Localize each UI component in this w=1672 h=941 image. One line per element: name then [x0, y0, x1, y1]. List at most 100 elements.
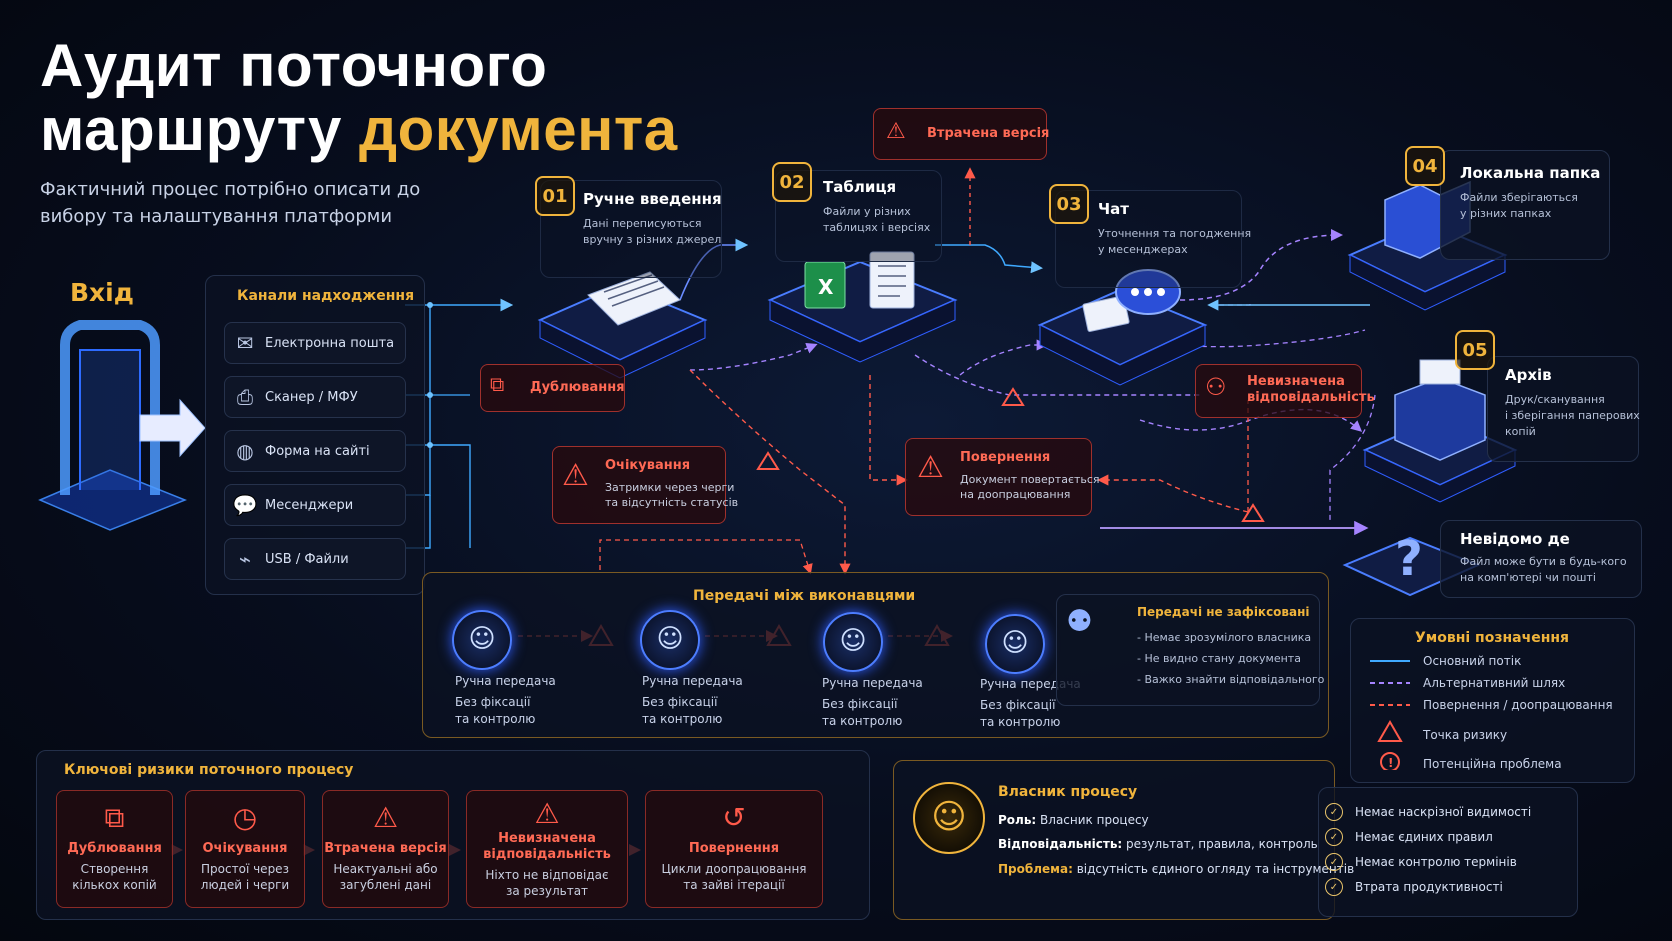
desc-line: за результат: [505, 884, 589, 898]
channel-label: Сканер / МФУ: [265, 389, 358, 405]
label-line: Без фіксації: [455, 695, 531, 709]
step-05-title: Архів: [1505, 366, 1552, 384]
desc-line: та відсутність статусів: [605, 496, 739, 509]
legend-risk-triangle: [1377, 720, 1403, 742]
usb-icon: ⌁: [238, 547, 252, 571]
unknown-title: Невідомо де: [1460, 530, 1570, 548]
desc-line: Простої через: [201, 862, 289, 876]
desc-line: Дані переписуються: [583, 217, 702, 230]
desc-line: Уточнення та погодження: [1098, 227, 1252, 240]
step-02-platform-icon: X: [767, 251, 958, 363]
step-02-title: Таблиця: [823, 178, 897, 196]
desc-line: копій: [1505, 425, 1536, 438]
person-alert-icon: ⚇: [1205, 373, 1227, 401]
channel-email[interactable]: ✉ Електронна пошта: [224, 322, 406, 364]
lost-version-warning: [873, 108, 1047, 160]
owner-check-item: ✓Немає контролю термінів: [1325, 853, 1517, 871]
warning-icon: ⚠: [372, 801, 399, 834]
legend-problem-circle: [1380, 752, 1400, 770]
step-02-number: 02: [772, 162, 812, 202]
user-icon: ☺: [656, 624, 684, 654]
unrecorded-panel: [1056, 594, 1320, 706]
label-line: Ручна передача: [980, 677, 1081, 691]
desc-line: Цикли доопрацювання: [661, 862, 807, 876]
title-line-1: Аудит поточного: [40, 32, 548, 99]
check-icon: ✓: [1325, 878, 1343, 896]
warning-icon: ⚠: [886, 119, 906, 144]
desc-line: Файли у різних: [823, 205, 911, 218]
channel-label: Електронна пошта: [265, 335, 395, 351]
step-05-archive-icon: [1362, 359, 1518, 503]
title-line: відповідальність: [483, 847, 611, 862]
printer-icon: ⎙: [237, 385, 253, 409]
desc-line: Неактуальні або: [333, 862, 438, 876]
legend-item: Потенційна проблема: [1423, 757, 1562, 771]
owner-check-item: ✓Немає єдиних правил: [1325, 828, 1493, 846]
label-line: Без фіксації: [822, 697, 898, 711]
channel-usb[interactable]: ⌁USB / Файли: [224, 538, 406, 580]
legend-problem-mark: !: [1388, 756, 1393, 770]
title-line: Невизначена: [498, 831, 596, 846]
channel-scanner[interactable]: ⎙ Сканер / МФУ: [224, 376, 406, 418]
desc-line: і зберігання паперових: [1505, 409, 1640, 422]
clock-icon: ◷: [232, 801, 258, 834]
channels-title: Канали надходження: [237, 288, 415, 304]
duplicate-icon: ⧉: [104, 801, 125, 834]
desc-line: загублені дані: [339, 878, 432, 892]
step-05-desc: Друк/сканування і зберігання паперових коп…: [1505, 392, 1640, 440]
step-04-number: 04: [1405, 146, 1445, 186]
desc-line: таблицях і версіях: [823, 221, 931, 234]
step-03-number: 03: [1049, 184, 1089, 224]
risk-point-icons: [756, 387, 1265, 522]
entry-gate-icon: [38, 320, 206, 531]
desc-line: людей і черги: [200, 878, 290, 892]
executor-2-avatar: ☺: [640, 610, 700, 670]
desc-line: Ніхто не відповідає: [485, 868, 609, 882]
owner-check-item: ✓Немає наскрізної видимості: [1325, 803, 1531, 821]
owner-check-item: ✓Втрата продуктивності: [1325, 878, 1503, 896]
channel-web-form[interactable]: ◍Форма на сайті: [224, 430, 406, 472]
risk-title: Дублювання: [67, 841, 162, 856]
owner-role: Роль: Власник процесу: [998, 813, 1149, 827]
user-icon: ☺: [1001, 628, 1029, 658]
channel-messengers[interactable]: 💬Месенджери: [224, 484, 406, 526]
step-05-card: [1487, 356, 1639, 462]
entry-label: Вхід: [70, 278, 134, 307]
step-04-card: [1440, 150, 1610, 260]
check-icon: ✓: [1325, 803, 1343, 821]
label-line: Ручна передача: [642, 674, 743, 688]
step-04-title: Локальна папка: [1460, 164, 1601, 182]
role-value: Власник процесу: [1040, 813, 1149, 827]
label-line: Без фіксації: [980, 698, 1056, 712]
owner-issues-panel: [1318, 787, 1578, 917]
owner-responsibility: Відповідальність: результат, правила, ко…: [998, 837, 1318, 851]
label-line: Невизначена: [1247, 374, 1345, 389]
list-item: - Важко знайти відповідального: [1137, 673, 1325, 686]
desc-line: кількох копій: [72, 878, 157, 892]
unrecorded-list: - Немає зрозумілого власника- Не видно с…: [1137, 627, 1324, 690]
owner-avatar-icon: ☺: [913, 782, 985, 854]
unknown-card: [1440, 520, 1642, 598]
label-line: Ручна передача: [822, 676, 923, 690]
desc-line: Затримки через черги: [605, 481, 735, 494]
risk-title: Очікування: [202, 841, 288, 856]
desc-line: у месенджерах: [1098, 243, 1188, 256]
desc-line: Друк/сканування: [1505, 393, 1605, 406]
role-label: Роль:: [998, 813, 1037, 827]
risk-title: Повернення: [688, 841, 780, 856]
risk-desc: Ніхто не відповідає за результат: [467, 867, 627, 899]
desc-line: Файли зберігаються: [1460, 191, 1578, 204]
risk-card-waiting: ◷ Очікування Простої через людей і черги: [185, 790, 305, 908]
mail-icon: ✉: [236, 331, 254, 355]
